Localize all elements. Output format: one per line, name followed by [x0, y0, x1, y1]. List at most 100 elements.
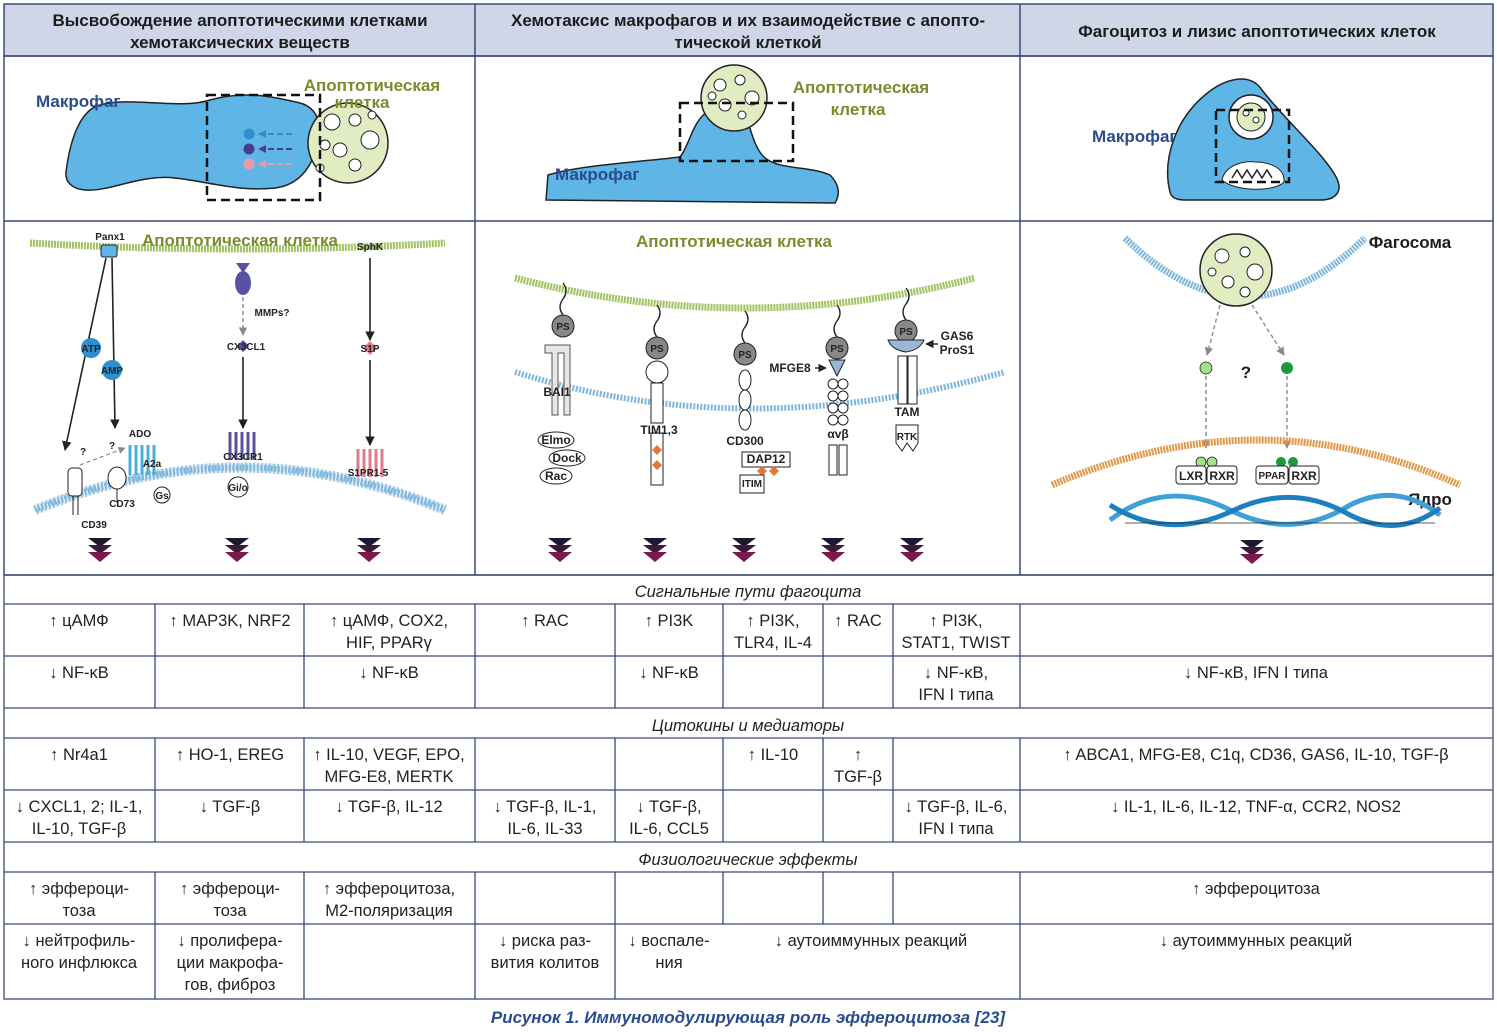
mmps-label: MMPs? [255, 308, 290, 319]
top-panel-1: Макрофаг Апоптотическая клетка [36, 76, 440, 202]
lxr-label: LXR [1179, 469, 1203, 483]
q-label-1: ? [80, 447, 86, 458]
eff-up-1a: ↑ эффероци- [29, 880, 129, 898]
sig-up-3b: HIF, PPARγ [346, 634, 433, 652]
section-effects: Физиологические эффекты [638, 851, 857, 869]
svg-text:PS: PS [830, 344, 844, 355]
a2a-label: A2a [143, 459, 162, 470]
dock-label: Dock [552, 451, 582, 465]
tim-label: TIM1,3 [640, 423, 678, 437]
table [3, 574, 1494, 1000]
q-label-3: ? [1241, 363, 1251, 382]
phagosome-label: Фагосома [1369, 233, 1452, 252]
eff-down-4a: ↓ риска раз- [499, 932, 591, 950]
sig-down-8a: ↓ NF-κB, [924, 664, 988, 682]
svg-text:PS: PS [738, 350, 752, 361]
eff-up-3a: ↑ эффероцитоза, [323, 880, 455, 898]
sig-up-7: ↑ RAC [834, 612, 882, 630]
eff-down-5b: ния [655, 954, 682, 972]
cyt-down-5a: ↓ TGF-β, [636, 798, 701, 816]
sig-down-9: ↓ NF-κB, IFN I типа [1184, 664, 1329, 682]
cyt-down-1b: IL-10, TGF-β [32, 820, 126, 838]
cyt-up-1: ↑ Nr4a1 [50, 746, 108, 764]
avb-label: αvβ [827, 427, 848, 441]
gi-label: Gi/o [228, 483, 247, 494]
pathway-panel-1: Апоптотическая клетка Panx1 SphK ATP AMP… [29, 231, 447, 562]
sig-up-1: ↑ цАМФ [49, 612, 108, 630]
tam-label: TAM [894, 405, 919, 419]
sig-up-2: ↑ MAP3K, NRF2 [169, 612, 290, 630]
eff-up-1b: тоза [62, 902, 96, 920]
figure-caption: Рисунок 1. Иммуномодулирующая роль эффер… [491, 1008, 1007, 1027]
gas6-label: GAS6 [941, 329, 974, 343]
header-2-line-1: Хемотаксис макрофагов и их взаимодействи… [511, 11, 985, 30]
cyt-up-3b: MFG-E8, MERTK [325, 768, 454, 786]
macrophage-label-3: Макрофаг [1092, 127, 1177, 146]
eff-down-5a: ↓ воспале- [628, 932, 709, 950]
cyt-down-2: ↓ TGF-β [200, 798, 261, 816]
sig-up-5: ↑ PI3K [645, 612, 694, 630]
cd39-label: CD39 [81, 520, 107, 531]
macrophage-label-2: Макрофаг [555, 165, 640, 184]
rxr-label-1: RXR [1209, 469, 1235, 483]
sig-up-8b: STAT1, TWIST [901, 634, 1010, 652]
cyt-down-9: ↓ IL-1, IL-6, IL-12, TNF-α, CCR2, NOS2 [1111, 798, 1401, 816]
header-1-line-1: Высвобождение апоптотическими клетками [52, 11, 427, 30]
sig-down-5: ↓ NF-κB [639, 664, 699, 682]
pathway-panel-3: Фагосома ? Ядро LXR RXR PPAR RXR [1050, 233, 1462, 564]
apoptotic-label-2a: Апоптотическая [793, 78, 929, 97]
cyt-up-7b: TGF-β [834, 768, 882, 786]
sig-up-4: ↑ RAC [521, 612, 569, 630]
cyt-down-1a: ↓ CXCL1, 2; IL-1, [16, 798, 143, 816]
header-3: Фагоцитоз и лизис апоптотических клеток [1078, 22, 1436, 41]
cd73-label: CD73 [109, 499, 135, 510]
eff-down-9: ↓ аутоиммунных реакций [1160, 932, 1353, 950]
cyt-up-9: ↑ ABCA1, MFG-E8, C1q, CD36, GAS6, IL-10,… [1063, 746, 1448, 764]
apoptotic-membrane-label-2: Апоптотическая клетка [636, 232, 833, 251]
cyt-down-5b: IL-6, CCL5 [629, 820, 709, 838]
cyt-down-4a: ↓ TGF-β, IL-1, [494, 798, 597, 816]
eff-down-2c: гов, фиброз [185, 976, 276, 994]
elmo-label: Elmo [541, 433, 570, 447]
eff-down-2a: ↓ пролифера- [177, 932, 282, 950]
cx3cl1-label: CX3CL1 [227, 342, 266, 353]
sphk-label: SphK [357, 242, 384, 253]
sig-down-1: ↓ NF-κB [49, 664, 109, 682]
gs-label: Gs [155, 491, 169, 502]
pathway-panel-2: Апоптотическая клетка PS PS PS PS PS BAI… [514, 232, 1006, 562]
section-signaling: Сигнальные пути фагоцита [635, 583, 862, 601]
sig-up-3a: ↑ цАМФ, COX2, [330, 612, 448, 630]
cyt-down-8a: ↓ TGF-β, IL-6, [905, 798, 1008, 816]
apoptotic-label-1b: клетка [335, 93, 390, 112]
header-2-line-2: тической клеткой [674, 33, 821, 52]
svg-text:PS: PS [650, 344, 664, 355]
itim-label: ITIM [742, 479, 762, 490]
eff-up-2a: ↑ эффероци- [180, 880, 280, 898]
eff-down-1a: ↓ нейтрофиль- [23, 932, 136, 950]
eff-down-2b: ции макрофа- [177, 954, 284, 972]
rxr-label-2: RXR [1291, 469, 1317, 483]
panx1-label: Panx1 [95, 232, 125, 243]
mfge8-label: MFGE8 [769, 361, 811, 375]
sig-up-6a: ↑ PI3K, [746, 612, 799, 630]
ppar-label: PPAR [1258, 471, 1286, 482]
svg-text:PS: PS [556, 322, 570, 333]
sig-down-8b: IFN I типа [918, 686, 994, 704]
eff-down-6: ↓ аутоиммунных реакций [775, 932, 968, 950]
top-panel-2: Макрофаг Апоптотическая клетка [545, 64, 929, 204]
atp-label: ATP [81, 344, 101, 355]
sig-up-8a: ↑ PI3K, [929, 612, 982, 630]
cyt-down-4b: IL-6, IL-33 [507, 820, 582, 838]
apoptotic-label-1a: Апоптотическая [304, 76, 440, 95]
amp-label: AMP [101, 366, 124, 377]
apoptotic-membrane-label-1: Апоптотическая клетка [142, 231, 339, 250]
cyt-up-2: ↑ HO-1, EREG [176, 746, 284, 764]
macrophage-label-1: Макрофаг [36, 92, 121, 111]
eff-up-9: ↑ эффероцитоза [1192, 880, 1321, 898]
cd300-label: CD300 [726, 434, 764, 448]
sig-down-3: ↓ NF-κB [359, 664, 419, 682]
s1pr-label: S1PR1-5 [348, 468, 389, 479]
s1p-label: S1P [361, 344, 380, 355]
cx3cr1-label: CX3CR1 [223, 452, 263, 463]
